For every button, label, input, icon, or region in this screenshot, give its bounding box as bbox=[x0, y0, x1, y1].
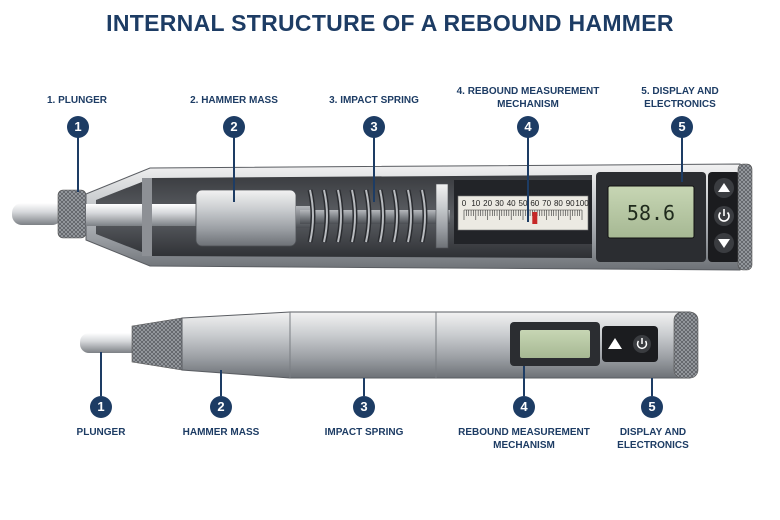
exterior-end-cap bbox=[673, 311, 699, 379]
bottom-badge-1: 1 bbox=[90, 396, 112, 418]
exterior-plunger bbox=[80, 333, 140, 353]
top-badge-5: 5 bbox=[671, 116, 693, 138]
bottom-leader-line-4 bbox=[523, 366, 525, 396]
leader-line-2 bbox=[233, 137, 235, 202]
scale-label: 60 bbox=[530, 199, 539, 208]
top-label-hammer-mass: 2. HAMMER MASS bbox=[190, 95, 278, 106]
power-icon bbox=[718, 209, 730, 222]
spring-stop bbox=[435, 183, 449, 249]
down-arrow-icon bbox=[718, 239, 730, 248]
scale-marker bbox=[532, 212, 538, 224]
spring-rod bbox=[300, 210, 450, 224]
bottom-leader-line-2 bbox=[220, 370, 222, 396]
end-cap bbox=[737, 163, 753, 271]
exterior-button-panel bbox=[602, 326, 658, 362]
top-badge-4: 4 bbox=[517, 116, 539, 138]
up-arrow-icon bbox=[718, 183, 730, 192]
bottom-label-hammer-mass: HAMMER MASS bbox=[182, 427, 260, 438]
exterior-hammer bbox=[80, 311, 699, 379]
exterior-up-arrow-icon bbox=[608, 338, 622, 349]
hammer-mass bbox=[195, 189, 297, 247]
bottom-label-impact-spring: IMPACT SPRING bbox=[324, 427, 404, 438]
bottom-leader-line-3 bbox=[363, 378, 365, 396]
exterior-power-icon bbox=[636, 338, 648, 350]
top-label-impact-spring: 3. IMPACT SPRING bbox=[329, 95, 419, 106]
bottom-badge-3: 3 bbox=[353, 396, 375, 418]
bottom-badge-4: 4 bbox=[513, 396, 535, 418]
lcd-screen bbox=[607, 185, 695, 239]
bottom-label-plunger: PLUNGER bbox=[76, 427, 126, 438]
leader-line-4 bbox=[527, 137, 529, 222]
inner-wall bbox=[142, 178, 152, 256]
display-reading: 58.6 bbox=[627, 201, 675, 225]
scale-label: 30 bbox=[495, 199, 504, 208]
top-badge-2: 2 bbox=[223, 116, 245, 138]
bottom-leader-line-5 bbox=[651, 378, 653, 396]
plunger-rod bbox=[12, 203, 62, 225]
exterior-collar bbox=[131, 317, 183, 371]
exterior-lcd bbox=[520, 330, 590, 358]
leader-line-5 bbox=[681, 137, 683, 182]
scale-label: 10 bbox=[471, 199, 480, 208]
leader-line-3 bbox=[373, 137, 375, 202]
bottom-badge-2: 2 bbox=[210, 396, 232, 418]
bottom-leader-line-1 bbox=[100, 352, 102, 396]
top-label-plunger: 1. PLUNGER bbox=[46, 95, 107, 106]
scale-label: 70 bbox=[542, 199, 551, 208]
scale-label: 40 bbox=[507, 199, 516, 208]
scale-label: 20 bbox=[483, 199, 492, 208]
scale-label: 50 bbox=[519, 199, 528, 208]
scale-label: 0 bbox=[462, 199, 467, 208]
scale-label: 90 bbox=[566, 199, 575, 208]
diagram-title: INTERNAL STRUCTURE OF A REBOUND HAMMER bbox=[106, 10, 674, 36]
bottom-badge-5: 5 bbox=[641, 396, 663, 418]
top-badge-3: 3 bbox=[363, 116, 385, 138]
scale-label: 100 bbox=[575, 199, 589, 208]
top-badge-1: 1 bbox=[67, 116, 89, 138]
plunger-collar bbox=[57, 189, 87, 239]
scale-label: 80 bbox=[554, 199, 563, 208]
leader-line-1 bbox=[77, 137, 79, 192]
